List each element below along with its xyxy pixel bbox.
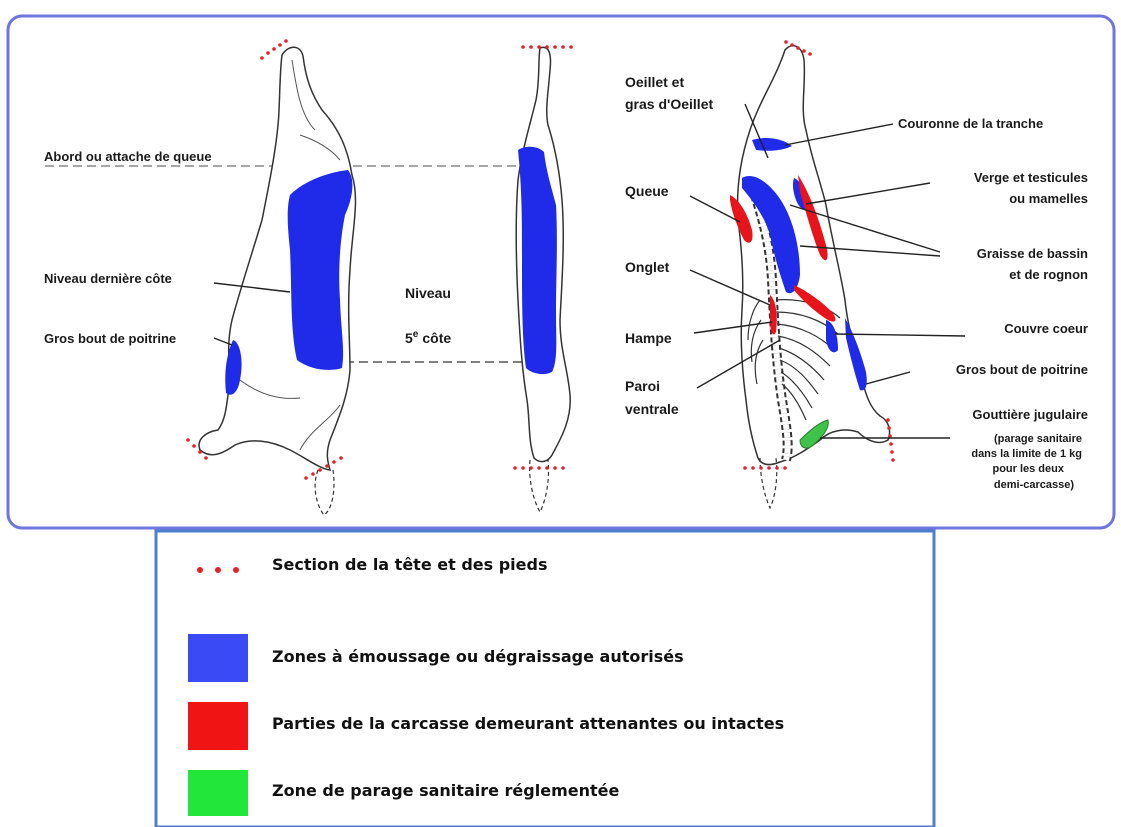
label-onglet: Onglet [625, 259, 670, 275]
legend-text-section: Section de la tête et des pieds [272, 555, 547, 574]
legend-text-green: Zone de parage sanitaire réglementée [272, 781, 619, 800]
legend-swatch-red [188, 702, 248, 750]
label-parage-4: demi-carcasse) [994, 479, 1074, 491]
legend-dot [233, 567, 239, 573]
label-verge-1: Verge et testicules [974, 170, 1088, 185]
label-graisse-2: et de rognon [1009, 267, 1088, 282]
label-oeillet-1: Oeillet et [625, 74, 684, 90]
label-hampe: Hampe [625, 330, 672, 346]
legend-swatch-blue [188, 634, 248, 682]
label-verge-2: ou mamelles [1009, 191, 1088, 206]
label-couronne: Couronne de la tranche [898, 116, 1043, 131]
legend-text-blue: Zones à émoussage ou dégraissage autoris… [272, 647, 684, 666]
label-graisse-1: Graisse de bassin [977, 246, 1088, 261]
label-gouttiere: Gouttière jugulaire [972, 407, 1088, 422]
label-oeillet-2: gras d'Oeillet [625, 96, 713, 112]
label-paroi-1: Paroi [625, 378, 660, 394]
label-gros-bout-left: Gros bout de poitrine [44, 331, 176, 346]
label-parage-2: dans la limite de 1 kg [971, 448, 1082, 460]
label-abord: Abord ou attache de queue [44, 149, 212, 164]
label-parage-1: (parage sanitaire [994, 433, 1082, 445]
label-gros-bout-right: Gros bout de poitrine [956, 362, 1088, 377]
label-niveau-derniere-cote: Niveau dernière côte [44, 271, 172, 286]
legend-dot [197, 567, 203, 573]
label-paroi-2: ventrale [625, 401, 679, 417]
label-parage-3: pour les deux [992, 463, 1064, 475]
label-niveau: Niveau [405, 285, 451, 301]
label-couvre-coeur: Couvre coeur [1004, 321, 1088, 336]
legend-text-red: Parties de la carcasse demeurant attenan… [272, 714, 784, 733]
legend-dot [215, 567, 221, 573]
legend-swatch-green [188, 770, 248, 816]
label-queue: Queue [625, 183, 669, 199]
